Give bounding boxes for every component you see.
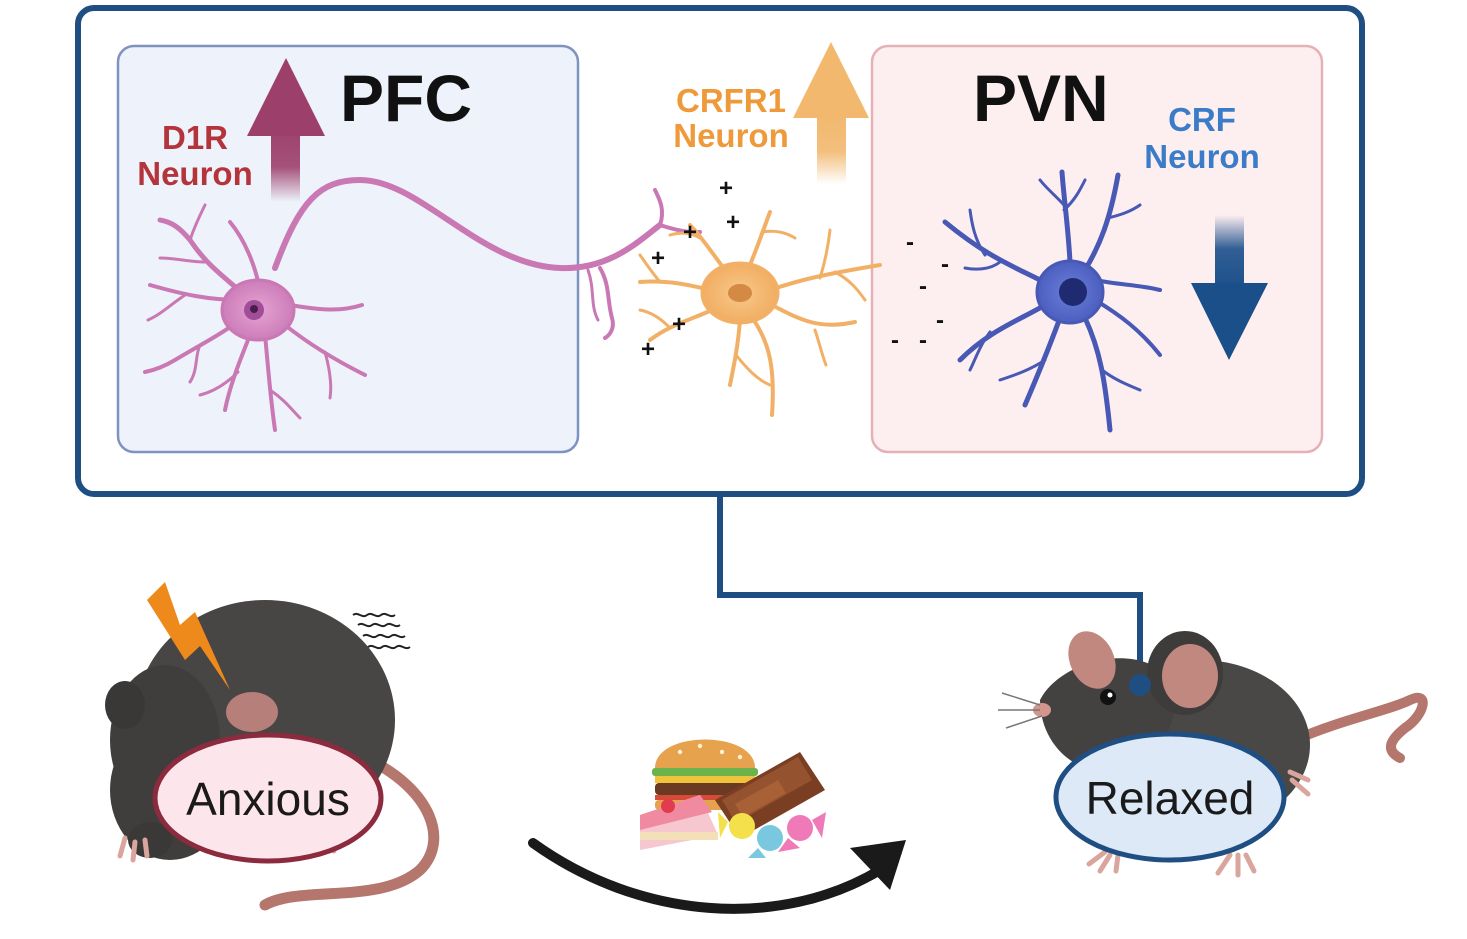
charge-plus: + [672, 311, 686, 338]
transition-arrow-icon [528, 838, 906, 914]
crf-neuron-icon [942, 169, 1162, 433]
crf-label-line1: CRF [1168, 101, 1236, 138]
connector-line [717, 494, 1143, 680]
relaxed-label: Relaxed [1086, 772, 1255, 824]
charge-plus: + [683, 219, 697, 246]
pfc-region [116, 44, 580, 454]
charge-plus: + [641, 336, 655, 363]
connector-end-dot [1129, 674, 1151, 696]
relaxed-badge [1053, 731, 1287, 863]
charge-plus: + [651, 245, 665, 272]
cake-icon [640, 795, 718, 850]
shiver-icon [352, 612, 411, 650]
anxious-badge [152, 732, 384, 864]
charge-minus: - [936, 307, 944, 334]
lightning-icon [147, 582, 230, 690]
d1r-up-arrow-icon [247, 58, 325, 202]
charge-minus: - [919, 327, 927, 354]
pfc-title: PFC [340, 61, 472, 135]
crfr1-label-line2: Neuron [673, 117, 789, 154]
crf-down-arrow-icon [1191, 215, 1268, 360]
d1r-nucleolus [250, 305, 258, 313]
crf-label-line2: Neuron [1144, 138, 1260, 175]
d1r-label-line2: Neuron [137, 155, 253, 192]
charge-plus: + [719, 175, 733, 202]
pvn-title: PVN [973, 61, 1109, 135]
crf-nucleus [1059, 278, 1087, 306]
d1r-label-line1: D1R [162, 119, 228, 156]
charge-minus: - [941, 251, 949, 278]
crfr1-up-arrow-icon [793, 42, 869, 184]
charge-minus: - [891, 327, 899, 354]
charge-minus: - [906, 229, 914, 256]
crfr1-nucleus [728, 284, 752, 302]
candy-icon [718, 812, 826, 858]
charge-minus: - [919, 273, 927, 300]
anxious-label: Anxious [186, 773, 350, 825]
charge-plus: + [726, 209, 740, 236]
crfr1-label-line1: CRFR1 [676, 82, 786, 119]
